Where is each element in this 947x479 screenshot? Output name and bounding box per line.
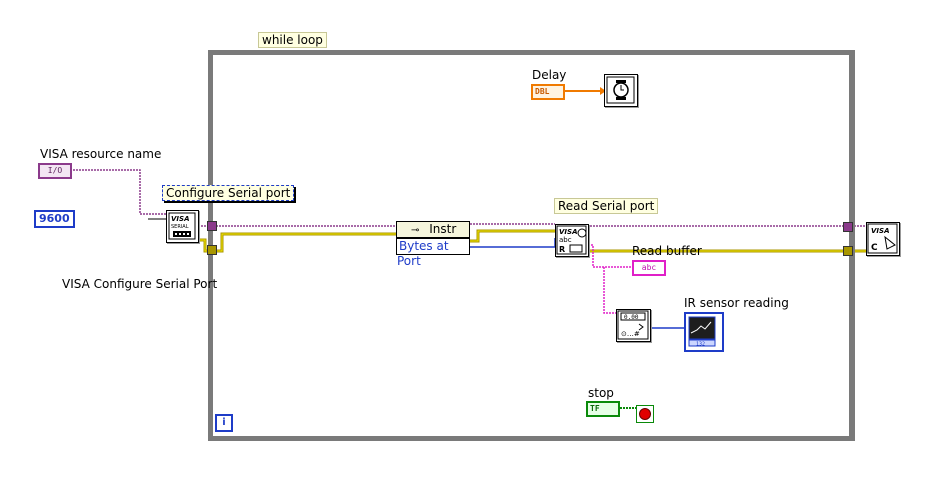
delay-terminal[interactable]: DBL — [531, 84, 565, 100]
loop-condition-terminal[interactable] — [636, 405, 654, 423]
baud-rate-constant[interactable]: 9600 — [34, 210, 75, 228]
error-input-tunnel[interactable] — [207, 245, 217, 255]
visa-configure-serial-label: VISA Configure Serial Port — [62, 277, 218, 291]
error-output-tunnel[interactable] — [843, 246, 853, 256]
wait-ms-node[interactable] — [604, 74, 638, 107]
svg-text:C: C — [871, 243, 878, 253]
stop-button-terminal[interactable]: TF — [586, 401, 620, 417]
ir-sensor-chart-indicator[interactable]: 132 — [684, 312, 724, 352]
visa-close-node[interactable]: VISA C — [866, 222, 900, 256]
ir-sensor-label: IR sensor reading — [684, 296, 789, 310]
stop-condition-icon — [639, 408, 651, 420]
svg-text:0.00: 0.00 — [624, 314, 639, 321]
visa-configure-serial-node[interactable]: VISA SERIAL — [166, 210, 199, 243]
svg-text:VISA: VISA — [171, 215, 189, 223]
svg-text:⊙…#: ⊙…# — [621, 330, 640, 338]
visa-input-tunnel[interactable] — [207, 221, 217, 231]
visa-property-node[interactable]: ⊸ Instr Bytes at Port — [396, 221, 470, 268]
scan-from-string-icon: 0.00 ⊙…# — [617, 310, 649, 340]
svg-text:VISA: VISA — [559, 228, 577, 236]
while-loop-frame[interactable] — [208, 50, 855, 441]
configure-serial-free-label[interactable]: Configure Serial port — [162, 185, 295, 201]
visa-output-tunnel[interactable] — [843, 222, 853, 232]
iteration-terminal[interactable]: i — [215, 414, 233, 432]
visa-resource-terminal[interactable]: I/O — [38, 163, 72, 179]
visa-read-icon: VISA abc R — [556, 225, 587, 255]
while-loop-label: while loop — [258, 32, 327, 48]
waveform-chart-icon: 132 — [688, 316, 716, 348]
svg-text:abc: abc — [559, 236, 572, 244]
delay-label: Delay — [532, 68, 567, 82]
svg-text:R: R — [559, 245, 565, 254]
visa-resource-name-label: VISA resource name — [40, 147, 162, 161]
visa-resource-wire — [70, 169, 866, 227]
svg-text:SERIAL: SERIAL — [171, 224, 189, 230]
stop-label: stop — [588, 386, 614, 400]
string-wire — [588, 244, 632, 314]
read-serial-free-label: Read Serial port — [554, 198, 659, 214]
visa-read-node[interactable]: VISA abc R — [555, 224, 589, 257]
svg-text:VISA: VISA — [871, 227, 889, 235]
read-buffer-indicator[interactable]: abc — [632, 260, 666, 276]
read-buffer-label: Read buffer — [632, 244, 702, 258]
svg-text:132: 132 — [696, 342, 705, 348]
visa-close-icon: VISA C — [867, 223, 898, 254]
string-to-number-node[interactable]: 0.00 ⊙…# — [616, 309, 651, 342]
property-node-header[interactable]: ⊸ Instr — [396, 221, 470, 238]
property-bytes-at-port[interactable]: Bytes at Port — [396, 238, 470, 268]
property-node-ref-icon: ⊸ — [411, 225, 420, 236]
visa-serial-icon: VISA SERIAL — [168, 212, 196, 240]
wait-watch-icon — [606, 76, 635, 104]
